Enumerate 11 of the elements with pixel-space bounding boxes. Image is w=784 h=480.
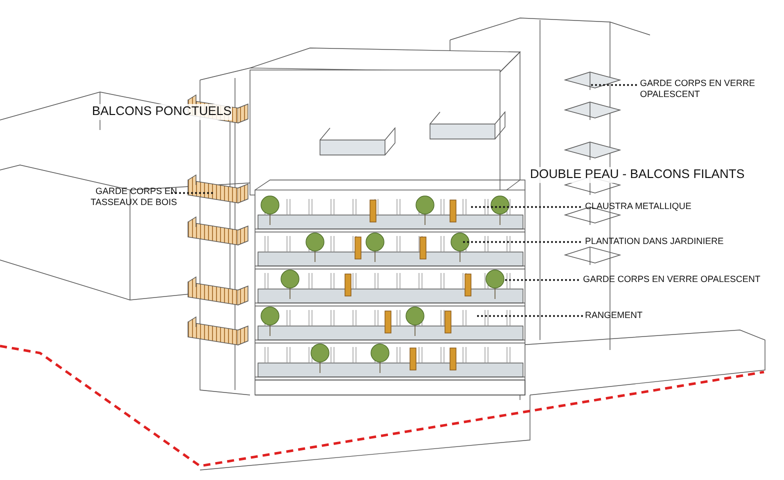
callout-label: GARDE CORPS EN VERRE OPALESCENT: [583, 274, 783, 286]
leader-line: [504, 279, 579, 281]
heading-label: BALCONS PONCTUELS: [92, 104, 232, 120]
leader-line: [474, 315, 583, 317]
callout-label: PLANTATION DANS JARDINIERE: [585, 236, 755, 248]
leader-line: [469, 206, 581, 208]
heading-label: DOUBLE PEAU - BALCONS FILANTS: [530, 167, 745, 183]
leader-line: [461, 241, 581, 243]
callout-label: CLAUSTRA METALLIQUE: [585, 201, 735, 212]
callout-label: RANGEMENT: [585, 310, 685, 322]
callout-label: GARDE CORPS EN VERRE OPALESCENT: [640, 78, 760, 100]
